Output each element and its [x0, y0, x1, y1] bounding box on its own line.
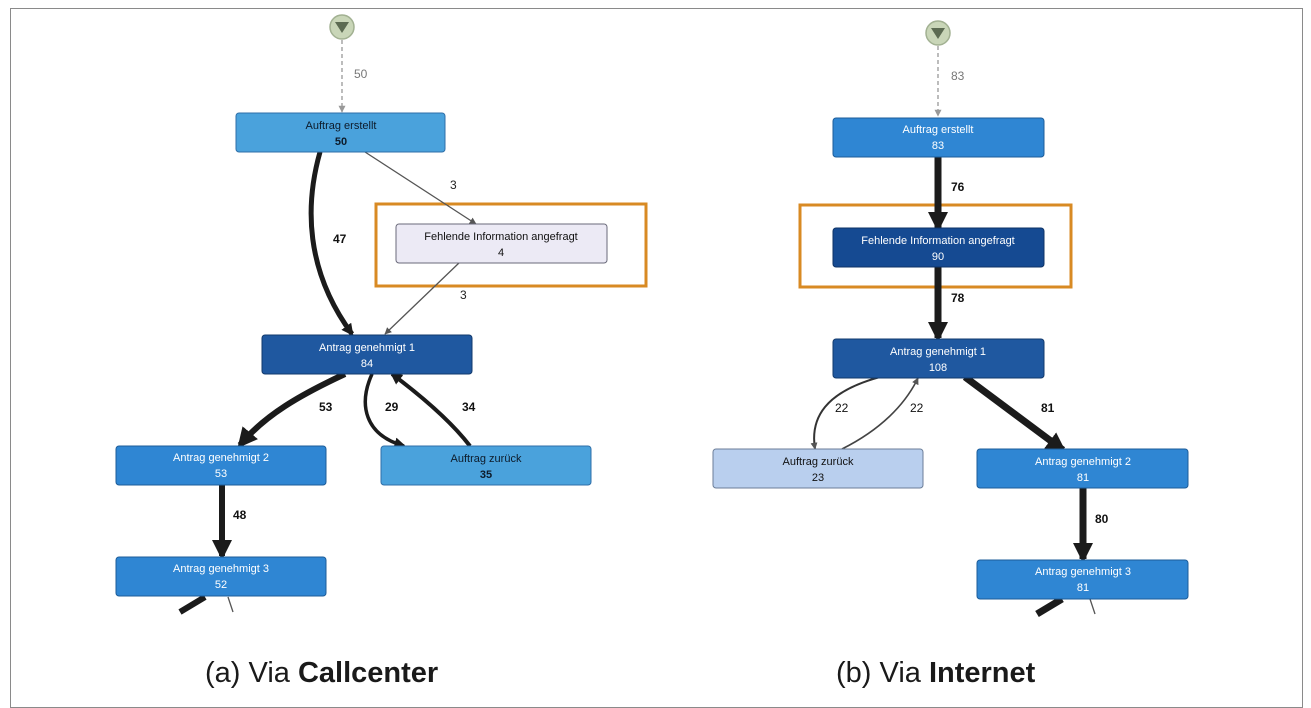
edge-label: 3 [450, 178, 457, 192]
start-edge-count: 50 [354, 67, 368, 81]
highlight-box [374, 202, 648, 288]
edge-g3-out [1035, 595, 1064, 618]
edge-erstellt-g1 [308, 151, 355, 336]
node-label: Fehlende Information angefragt [424, 231, 578, 243]
edge-label: 53 [319, 400, 333, 414]
node-label: Auftrag zurück [783, 456, 854, 468]
node-label: Antrag genehmigt 3 [173, 563, 269, 575]
edge-label: 80 [1095, 512, 1109, 526]
node-count: 35 [480, 469, 492, 481]
node-count: 52 [215, 579, 227, 591]
edge-info-g1 [384, 261, 461, 335]
edge-g1-g2 [962, 374, 1067, 453]
edge-zurueck-g1 [841, 377, 919, 450]
node-label: Antrag genehmigt 1 [319, 342, 415, 354]
edge-label: 22 [835, 401, 849, 415]
node-count: 23 [812, 472, 824, 484]
node-auftrag-erstellt[interactable]: Auftrag erstellt 50 [235, 112, 446, 153]
node-count: 53 [215, 468, 227, 480]
edge-zurueck-g1 [390, 372, 472, 448]
edge-g3-out [178, 594, 207, 615]
edge-label: 47 [333, 232, 347, 246]
node-count: 83 [932, 140, 944, 152]
edge-label: 78 [951, 291, 965, 305]
node-fehlende-information[interactable]: Fehlende Information angefragt 90 [832, 227, 1045, 268]
node-count: 81 [1077, 472, 1089, 484]
node-label: Antrag genehmigt 1 [890, 346, 986, 358]
node-antrag-genehmigt-1[interactable]: Antrag genehmigt 1 84 [261, 334, 473, 375]
caption-bold: Callcenter [297, 657, 439, 689]
node-label: Antrag genehmigt 3 [1035, 566, 1131, 578]
edge-label: 76 [951, 180, 965, 194]
edge-erstellt-info [364, 151, 477, 225]
edge-label: 34 [462, 400, 476, 414]
diagram-a: 50 3 47 3 53 29 34 48 Auftrag erstellt 5… [115, 14, 648, 615]
node-label: Auftrag erstellt [903, 124, 974, 136]
node-count: 90 [932, 251, 944, 263]
start-icon [925, 20, 951, 46]
node-antrag-genehmigt-2[interactable]: Antrag genehmigt 2 81 [976, 448, 1189, 489]
edge-g3-out-thin [1089, 598, 1096, 615]
caption-bold: Internet [928, 657, 1036, 689]
node-antrag-genehmigt-2[interactable]: Antrag genehmigt 2 53 [115, 445, 327, 486]
node-label: Antrag genehmigt 2 [1035, 456, 1131, 468]
start-edge-count: 83 [951, 69, 965, 83]
node-antrag-genehmigt-1[interactable]: Antrag genehmigt 1 108 [832, 338, 1045, 379]
node-antrag-genehmigt-3[interactable]: Antrag genehmigt 3 52 [115, 556, 327, 597]
start-icon [329, 14, 355, 40]
edge-g1-zurueck [363, 373, 407, 450]
node-count: 84 [361, 358, 373, 370]
edge-label: 81 [1041, 401, 1055, 415]
node-count: 50 [335, 136, 347, 148]
diagram-b: 83 76 78 22 22 81 80 Auftrag erstellt 83… [712, 20, 1189, 618]
edge-g1-zurueck [810, 376, 881, 450]
node-antrag-genehmigt-3[interactable]: Antrag genehmigt 3 81 [976, 559, 1189, 600]
node-count: 4 [498, 247, 504, 259]
caption-prefix: (b) Via [836, 657, 929, 689]
edge-label: 29 [385, 400, 399, 414]
node-label: Antrag genehmigt 2 [173, 452, 269, 464]
node-count: 108 [929, 362, 947, 374]
node-fehlende-information[interactable]: Fehlende Information angefragt 4 [395, 223, 608, 264]
caption-prefix: (a) Via [205, 657, 298, 689]
edge-label: 48 [233, 508, 247, 522]
edge-g1-g2 [237, 371, 347, 449]
node-label: Fehlende Information angefragt [861, 235, 1015, 247]
edge-g3-out-thin [227, 596, 234, 613]
node-label: Auftrag zurück [451, 453, 522, 465]
caption-callcenter: (a) Via Callcenter [205, 657, 438, 690]
node-count: 81 [1077, 582, 1089, 594]
node-auftrag-zurueck[interactable]: Auftrag zurück 23 [712, 448, 924, 489]
edge-label: 3 [460, 288, 467, 302]
caption-internet: (b) Via Internet [836, 657, 1035, 690]
node-auftrag-zurueck[interactable]: Auftrag zurück 35 [380, 445, 592, 486]
edge-label: 22 [910, 401, 924, 415]
node-auftrag-erstellt[interactable]: Auftrag erstellt 83 [832, 117, 1045, 158]
node-label: Auftrag erstellt [306, 120, 377, 132]
